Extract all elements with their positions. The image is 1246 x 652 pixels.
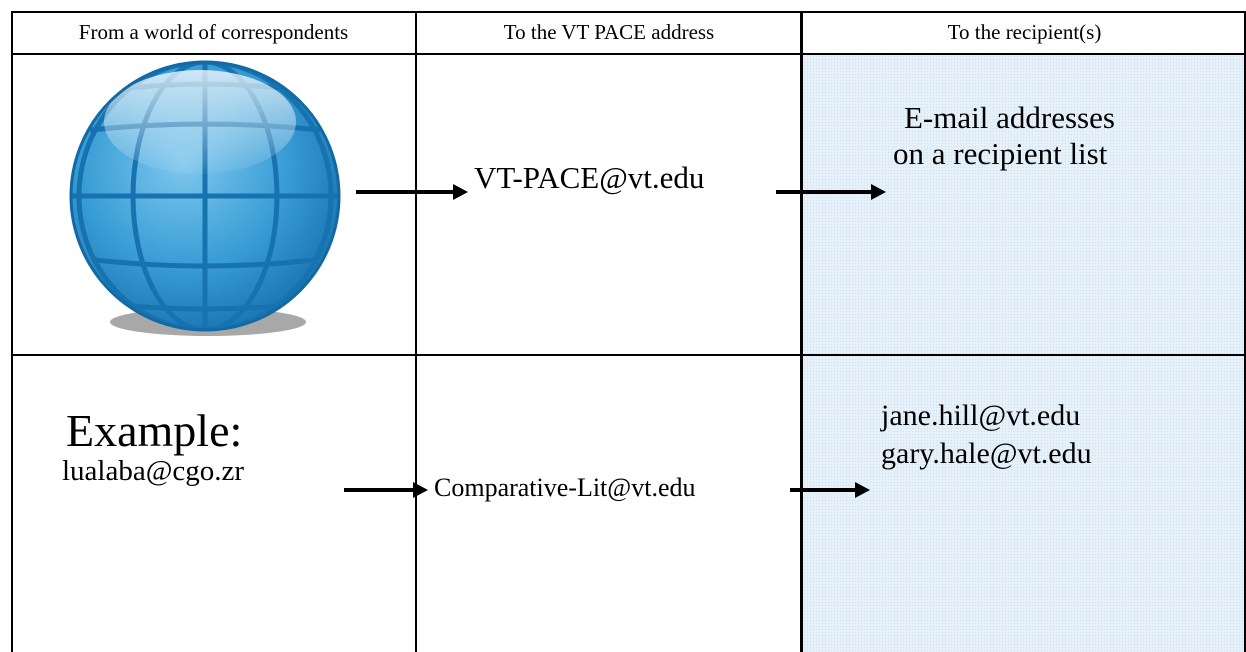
pace-address-row1: VT-PACE@vt.edu: [474, 160, 705, 195]
example-label: Example:: [66, 405, 243, 456]
recipient-address-1: jane.hill@vt.edu: [881, 399, 1081, 432]
arrow-right-icon: [344, 482, 428, 498]
arrow-right-icon: [776, 184, 886, 200]
header-bottom-border: [11, 53, 1246, 55]
arrow-right-icon: [790, 482, 870, 498]
recipient-text-line1: E-mail addresses: [904, 100, 1115, 135]
sender-address: lualaba@cgo.zr: [62, 455, 245, 487]
arrow-right-icon: [356, 184, 468, 200]
pace-address-row2: Comparative-Lit@vt.edu: [434, 473, 696, 502]
row-divider: [11, 354, 1246, 356]
header-to-pace-address: To the VT PACE address: [503, 20, 715, 44]
table-right-border: [1244, 11, 1246, 652]
column-divider-2: [800, 11, 803, 652]
header-to-recipients: To the recipient(s): [947, 20, 1102, 44]
table-left-border: [11, 11, 13, 652]
column-divider-1: [415, 11, 417, 652]
recipient-column-shade: [803, 55, 1246, 652]
recipient-address-2: gary.hale@vt.edu: [881, 437, 1092, 470]
recipient-text-line2: on a recipient list: [893, 136, 1108, 171]
header-from-correspondents: From a world of correspondents: [78, 20, 349, 44]
table-top-border: [11, 11, 1246, 13]
